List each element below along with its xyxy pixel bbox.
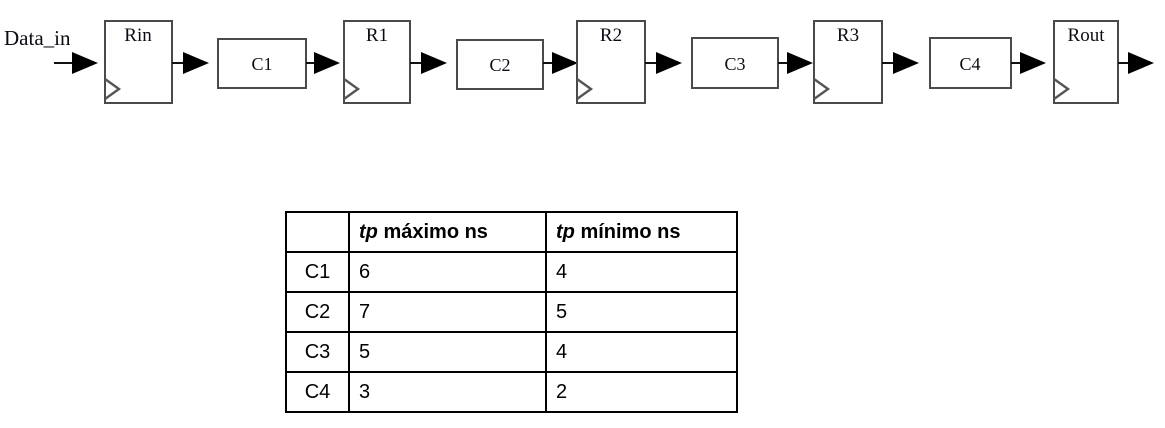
register-block-r2: R2 [576,20,646,104]
arrow-c1-to-r1 [314,52,340,74]
arrow-c2-to-r2 [552,52,578,74]
row-label-c1: C1 [285,251,350,293]
table-corner-header [285,211,350,253]
comb-label-c4: C4 [959,54,980,74]
cell-c4-tp-min: 2 [545,371,738,413]
arrow-r1-to-c2 [421,52,447,74]
arrow-r3-to-c4 [893,52,919,74]
arrow-r2-to-c3 [656,52,682,74]
comb-block-c4: C4 [929,37,1012,89]
register-label-rin: Rin [124,25,152,46]
tp-max-text: máximo ns [377,220,488,243]
register-block-r1: R1 [343,20,411,104]
clock-triangle-icon-rout [1053,78,1071,100]
clock-triangle-icon-r3 [813,78,831,100]
table-body: C1 6 4 C2 7 5 C3 5 4 C4 3 2 [285,251,738,413]
tp-symbol-min: tp [556,220,575,243]
cell-c1-tp-max: 6 [348,251,547,293]
clock-triangle-icon-r1 [343,78,361,100]
pipeline-diagram-svg: Data_in Rin C1 R1 [4,20,1154,104]
row-label-c3: C3 [285,331,350,373]
arrow-rin-to-c1 [183,52,209,74]
arrow-output [1128,52,1154,74]
propagation-delay-table: tp máximo ns tp mínimo ns C1 6 4 C2 7 5 … [285,211,738,413]
comb-label-c2: C2 [489,55,510,75]
cell-c1-tp-min: 4 [545,251,738,293]
register-label-r1: R1 [366,25,388,46]
table-row: C3 5 4 [285,331,738,373]
cell-c3-tp-max: 5 [348,331,547,373]
cell-c3-tp-min: 4 [545,331,738,373]
comb-label-c1: C1 [251,54,272,74]
timing-table-container: tp máximo ns tp mínimo ns C1 6 4 C2 7 5 … [285,211,738,413]
arrow-data-in-to-rin [72,52,98,74]
pipeline-diagram: Data_in Rin C1 R1 [0,0,1165,130]
comb-label-c3: C3 [724,54,745,74]
register-label-r2: R2 [600,25,622,46]
comb-block-c2: C2 [456,39,544,90]
table-row: C4 3 2 [285,371,738,413]
register-block-rin: Rin [104,20,173,104]
table-header-tp-max: tp máximo ns [348,211,547,253]
signal-label-data-in: Data_in [4,26,71,50]
cell-c4-tp-max: 3 [348,371,547,413]
table-row: C2 7 5 [285,291,738,333]
table-header-tp-min: tp mínimo ns [545,211,738,253]
register-block-rout: Rout [1053,20,1119,104]
tp-min-text: mínimo ns [574,220,681,243]
clock-triangle-icon-rin [104,78,122,100]
table-row: C1 6 4 [285,251,738,293]
arrow-c3-to-r3 [787,52,813,74]
arrow-c4-to-rout [1020,52,1046,74]
cell-c2-tp-max: 7 [348,291,547,333]
clock-triangle-icon-r2 [576,78,594,100]
row-label-c2: C2 [285,291,350,333]
register-label-r3: R3 [837,25,859,46]
row-label-c4: C4 [285,371,350,413]
table-header: tp máximo ns tp mínimo ns [285,211,738,253]
tp-symbol-max: tp [359,220,378,243]
comb-block-c1: C1 [217,38,307,89]
comb-block-c3: C3 [691,37,779,89]
table-header-row: tp máximo ns tp mínimo ns [285,211,738,253]
register-label-rout: Rout [1068,25,1106,46]
register-block-r3: R3 [813,20,883,104]
cell-c2-tp-min: 5 [545,291,738,333]
